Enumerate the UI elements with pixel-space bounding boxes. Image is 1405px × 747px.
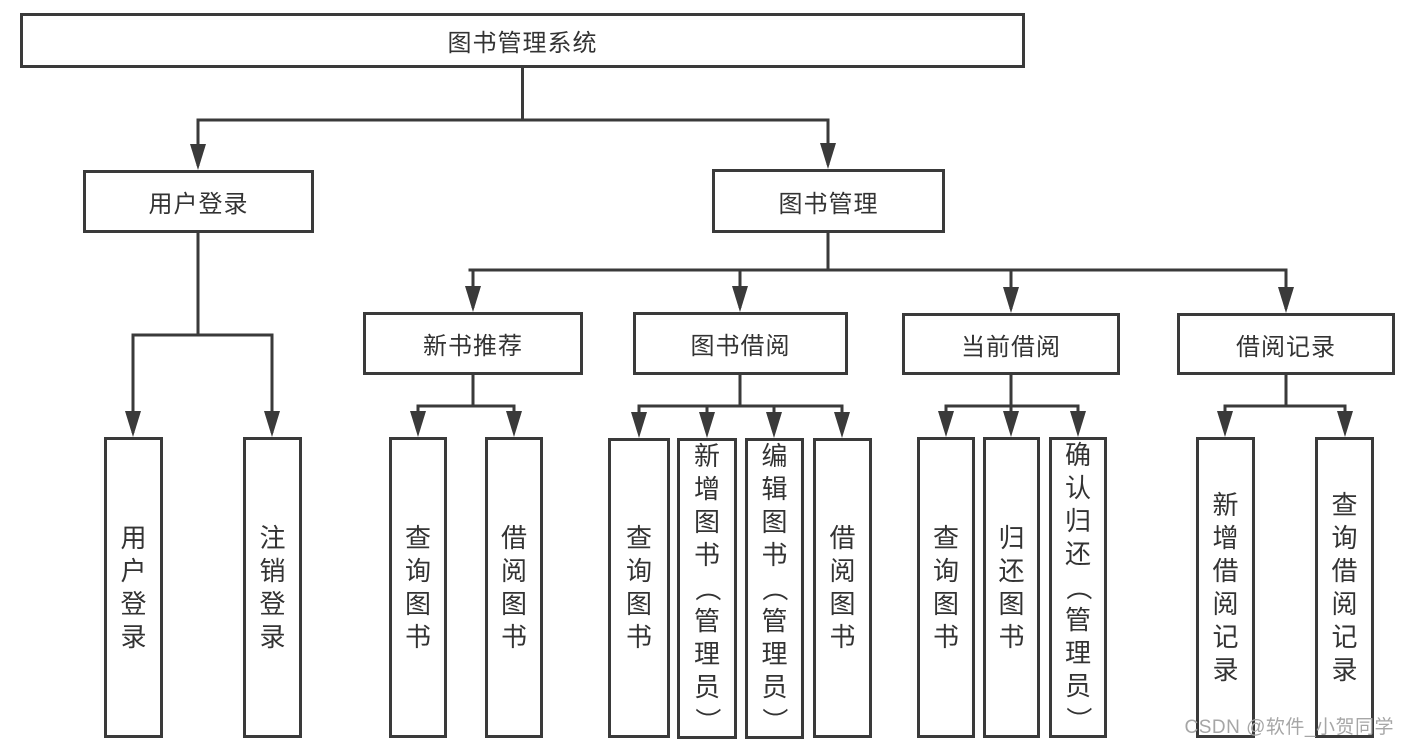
- leaf-label: 编辑图书（管理员）: [759, 441, 790, 734]
- node-current-borrow: 当前借阅: [902, 313, 1120, 375]
- leaf-borrow-books: 借阅图书: [813, 438, 872, 738]
- node-label: 新书推荐: [423, 333, 523, 360]
- node-new-book-recommend: 新书推荐: [363, 312, 583, 375]
- leaf-query-borrow-record: 查询借阅记录: [1315, 437, 1374, 738]
- leaf-query-books-borrow: 查询图书: [608, 438, 670, 738]
- leaf-label: 归还图书: [998, 522, 1025, 652]
- leaf-label: 查询借阅记录: [1331, 489, 1358, 685]
- leaf-return-books: 归还图书: [983, 437, 1040, 738]
- node-label: 图书管理系统: [447, 30, 598, 57]
- node-label: 图书管理: [778, 190, 879, 218]
- leaf-label: 新增借阅记录: [1212, 489, 1239, 685]
- node-book-borrow: 图书借阅: [633, 312, 848, 375]
- leaf-label: 查询图书: [404, 522, 431, 652]
- leaf-label: 用户登录: [120, 522, 147, 652]
- csdn-watermark: CSDN @软件_小贺同学: [1184, 717, 1394, 738]
- leaf-borrow-books-recommend: 借阅图书: [485, 437, 543, 738]
- leaf-label: 确认归还（管理员）: [1063, 440, 1094, 733]
- node-library-management-system: 图书管理系统: [20, 13, 1025, 68]
- node-label: 用户登录: [148, 191, 249, 218]
- leaf-user-login: 用户登录: [104, 437, 163, 738]
- node-book-management: 图书管理: [712, 169, 945, 233]
- leaf-confirm-return-admin: 确认归还（管理员）: [1049, 437, 1107, 738]
- leaf-logout: 注销登录: [243, 437, 302, 738]
- leaf-query-books-current: 查询图书: [917, 437, 975, 738]
- leaf-edit-books-admin: 编辑图书（管理员）: [745, 438, 804, 739]
- node-label: 借阅记录: [1236, 333, 1336, 361]
- leaf-add-books-admin: 新增图书（管理员）: [677, 438, 737, 739]
- leaf-label: 借阅图书: [829, 523, 856, 652]
- leaf-add-borrow-record: 新增借阅记录: [1196, 437, 1255, 738]
- leaf-label: 新增图书（管理员）: [692, 441, 723, 734]
- leaf-label: 查询图书: [932, 522, 959, 652]
- leaf-label: 借阅图书: [500, 522, 527, 652]
- leaf-label: 注销登录: [259, 522, 286, 652]
- leaf-query-books-recommend: 查询图书: [389, 437, 447, 738]
- node-label: 当前借阅: [961, 333, 1061, 361]
- node-borrow-records: 借阅记录: [1177, 313, 1395, 375]
- node-label: 图书借阅: [690, 333, 791, 360]
- node-user-login: 用户登录: [83, 170, 314, 233]
- leaf-label: 查询图书: [625, 523, 652, 652]
